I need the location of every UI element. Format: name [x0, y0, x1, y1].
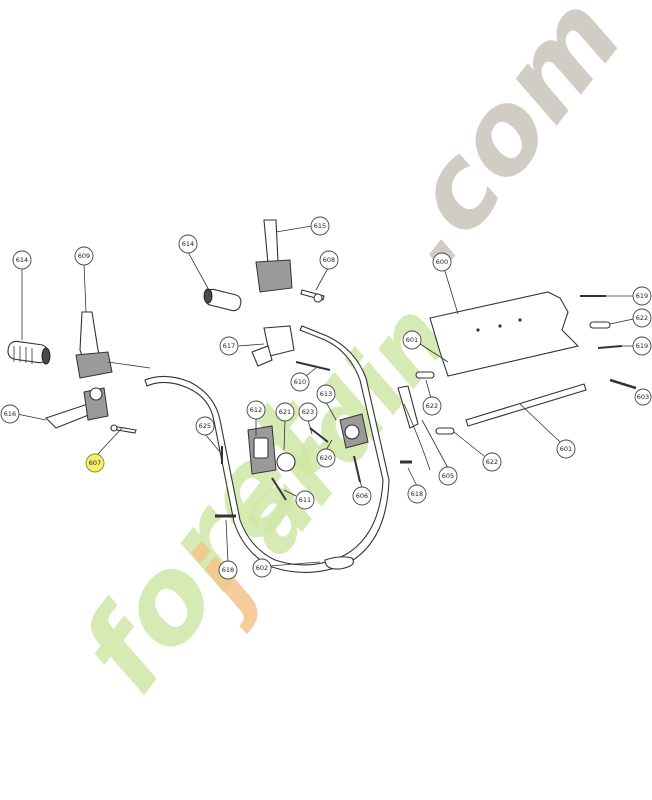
callout-625: 625: [195, 416, 215, 436]
callout-620: 620: [316, 448, 336, 468]
callout-618-right: 618: [407, 484, 427, 504]
callout-616: 616: [0, 404, 20, 424]
callout-601-top: 601: [402, 330, 422, 350]
callout-615: 615: [310, 216, 330, 236]
svg-text:600: 600: [436, 258, 448, 266]
svg-text:622: 622: [636, 314, 648, 322]
callout-623: 623: [298, 402, 318, 422]
callout-618-left: 618: [218, 560, 238, 580]
rod-601: [465, 383, 587, 427]
pin-607: [110, 424, 137, 434]
svg-text:621: 621: [279, 408, 291, 416]
grip-614-left: [7, 340, 51, 365]
bolt-608: [300, 289, 325, 303]
switch-housing-612: [247, 425, 296, 475]
callout-617: 617: [219, 336, 239, 356]
svg-text:617: 617: [223, 342, 235, 350]
watermark-brand-grey: .com: [359, 0, 648, 292]
callout-603: 603: [634, 388, 652, 406]
svg-text:622: 622: [426, 402, 438, 410]
svg-text:616: 616: [4, 410, 16, 418]
callout-613: 613: [316, 384, 336, 404]
callout-607-highlighted[interactable]: 607: [85, 453, 105, 473]
callout-619-bottom: 619: [632, 336, 652, 356]
svg-text:612: 612: [250, 406, 262, 414]
callout-606: 606: [352, 486, 372, 506]
callout-605: 605: [438, 466, 458, 486]
callouts: 614 609 616 607 614 615 608 617: [0, 216, 652, 580]
callout-609: 609: [74, 246, 94, 266]
svg-text:613: 613: [320, 390, 332, 398]
svg-text:601: 601: [560, 445, 572, 453]
svg-text:610: 610: [294, 378, 306, 386]
svg-text:609: 609: [78, 252, 90, 260]
svg-text:619: 619: [636, 292, 648, 300]
bolts-619-603: [580, 295, 637, 390]
callout-610: 610: [290, 372, 310, 392]
grip-614-right: [203, 288, 242, 312]
svg-text:625: 625: [199, 422, 211, 430]
spacers-622: [415, 321, 611, 435]
svg-text:608: 608: [323, 256, 335, 264]
svg-text:622: 622: [486, 458, 498, 466]
svg-text:614: 614: [182, 240, 194, 248]
svg-text:607: 607: [89, 459, 101, 467]
handlebar-tube-602: [144, 325, 390, 573]
svg-text:601: 601: [406, 336, 418, 344]
plate-600: [429, 291, 580, 377]
svg-text:618: 618: [411, 490, 423, 498]
switch-613: [339, 413, 369, 449]
callout-600: 600: [432, 252, 452, 272]
svg-text:614: 614: [16, 256, 28, 264]
throttle-617: [251, 325, 295, 367]
brake-lever-616: [44, 387, 109, 429]
callout-612: 612: [246, 400, 266, 420]
svg-text:620: 620: [320, 454, 332, 462]
callout-614-right: 614: [178, 234, 198, 254]
callout-619-top: 619: [632, 286, 652, 306]
cable-clip-605: [397, 385, 431, 471]
callout-621: 621: [275, 402, 295, 422]
callout-614-left: 614: [12, 250, 32, 270]
screw-610: [295, 361, 331, 371]
lever-615: [255, 219, 293, 293]
svg-text:611: 611: [299, 496, 311, 504]
svg-text:603: 603: [637, 393, 649, 401]
svg-text:623: 623: [302, 408, 314, 416]
callout-602: 602: [252, 558, 272, 578]
callout-608: 608: [319, 250, 339, 270]
callout-622-middle: 622: [482, 452, 502, 472]
callout-622-left: 622: [422, 396, 442, 416]
svg-text:619: 619: [636, 342, 648, 350]
callout-622-right: 622: [632, 308, 652, 328]
svg-text:606: 606: [356, 492, 368, 500]
lever-609: [75, 311, 151, 379]
callout-611: 611: [295, 490, 315, 510]
svg-text:602: 602: [256, 564, 268, 572]
svg-text:615: 615: [314, 222, 326, 230]
svg-text:618: 618: [222, 566, 234, 574]
callout-601-bottom: 601: [556, 439, 576, 459]
svg-text:605: 605: [442, 472, 454, 480]
leader-lines: [16, 225, 639, 567]
